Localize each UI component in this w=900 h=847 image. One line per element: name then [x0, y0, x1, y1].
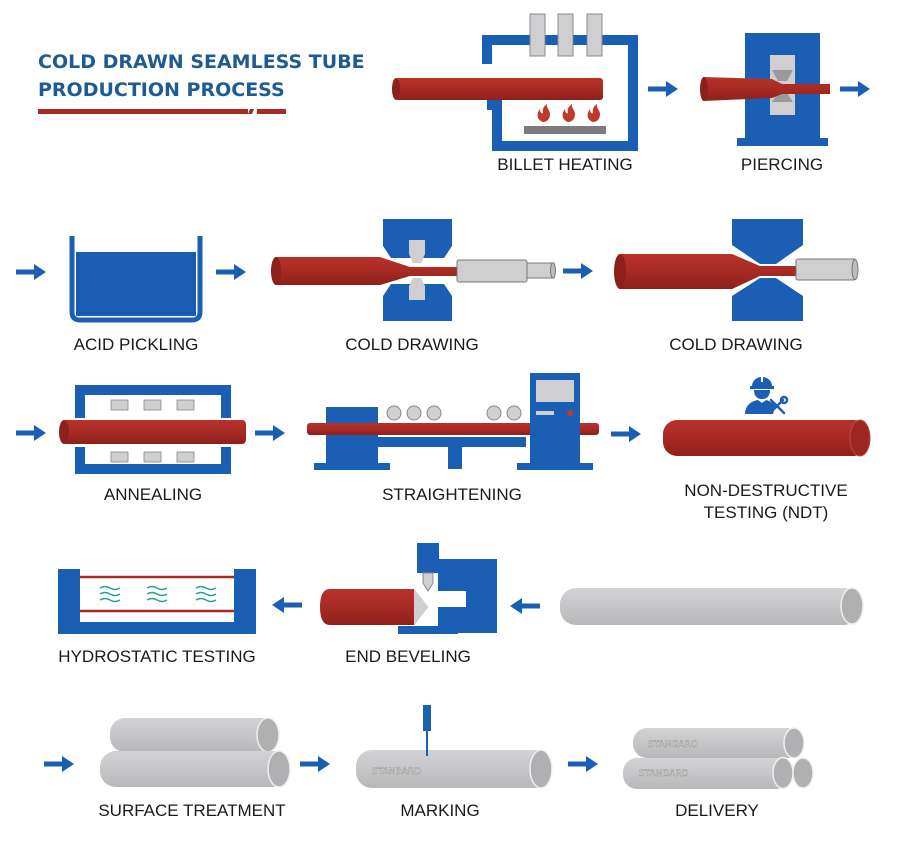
treated-tube-top [110, 717, 280, 753]
drawn-tube [614, 254, 800, 289]
furnace-roller [586, 13, 603, 57]
marking-stamp: STANBARD [372, 767, 421, 777]
furnace [482, 35, 638, 151]
step-label: PIERCING [741, 155, 823, 174]
drawing-die-top [383, 219, 452, 258]
step-label: DELIVERY [675, 801, 759, 820]
step-billet-heating: BILLET HEATING [392, 13, 638, 174]
title-line-2: PRODUCTION PROCESS [38, 79, 285, 101]
flow-arrow-icon [272, 597, 302, 613]
flame-icon [537, 104, 600, 122]
beveling-cutter [422, 572, 434, 592]
step-label: BILLET HEATING [497, 155, 632, 174]
acid-bath [76, 252, 196, 316]
step-label: STRAIGHTENING [382, 485, 522, 504]
flow-arrow-icon [840, 81, 870, 97]
drawing-mandrel [795, 258, 859, 281]
step-label: HYDROSTATIC TESTING [58, 647, 255, 666]
flow-arrow-icon [510, 598, 540, 614]
flow-arrow-icon [611, 426, 641, 442]
treated-tube-bottom [100, 750, 291, 788]
step-label: COLD DRAWING [669, 335, 803, 354]
straightener-rollers [386, 405, 522, 421]
step-cold-drawing-2: COLD DRAWING [614, 219, 859, 354]
furnace-roller [557, 13, 574, 57]
billet-tube [392, 78, 603, 100]
step-label-line-2: TESTING (NDT) [704, 503, 829, 522]
step-straightening: STRAIGHTENING [307, 373, 599, 504]
control-screen [536, 380, 574, 402]
flow-arrow-icon [216, 264, 246, 280]
step-end-beveling: END BEVELING [320, 543, 497, 666]
title-underline [38, 109, 286, 114]
wrench-screwdriver-icon [768, 395, 789, 415]
straightened-tube [307, 423, 599, 435]
water-wave-icon [99, 585, 217, 603]
drawing-die-bottom [732, 278, 803, 321]
worker-with-hardhat-icon [745, 377, 775, 414]
step-cold-drawing-1: COLD DRAWING [271, 219, 556, 354]
flow-arrow-icon [300, 756, 330, 772]
test-bench [58, 622, 256, 634]
delivery-stamp-top: STANGARO [648, 740, 698, 750]
pierced-tube [700, 77, 830, 101]
step-marking: STANBARD MARKING [356, 705, 553, 820]
step-label: MARKING [400, 801, 479, 820]
step-label: END BEVELING [345, 647, 471, 666]
drawn-tube [271, 257, 460, 285]
burner-plate [524, 126, 606, 134]
step-label: ANNEALING [104, 485, 202, 504]
marked-tube [356, 749, 553, 789]
step-surface-treatment: SURFACE TREATMENT [98, 717, 291, 820]
drawing-die-top [732, 219, 803, 264]
step-label: COLD DRAWING [345, 335, 479, 354]
flow-arrow-icon [648, 81, 678, 97]
marking-tool [423, 705, 431, 731]
drawing-die-bottom [383, 284, 452, 321]
bundle-tube-top [633, 727, 805, 759]
furnace-roller [529, 13, 546, 57]
delivery-stamp-bottom: STANDARD [639, 769, 689, 779]
flow-arrow-icon [563, 263, 593, 279]
annealed-tube [59, 420, 246, 444]
diagram-title: COLD DRAWN SEAMLESS TUBE PRODUCTION PROC… [38, 51, 365, 114]
flow-arrow-icon [16, 264, 46, 280]
beveling-tool-head [417, 543, 439, 573]
step-label-line-1: NON-DESTRUCTIVE [684, 481, 847, 500]
flow-arrow-icon [44, 756, 74, 772]
step-label: SURFACE TREATMENT [98, 801, 285, 820]
step-hydrostatic-testing: HYDROSTATIC TESTING [58, 569, 256, 666]
step-label: ACID PICKLING [74, 335, 199, 354]
step-delivery: STANGARO STANDARD DELIVERY [623, 727, 814, 820]
finished-tube [560, 587, 864, 625]
drawing-mandrel [456, 259, 556, 283]
step-annealing: ANNEALING [59, 385, 246, 504]
step-piercing: PIERCING [700, 33, 830, 174]
flow-arrow-icon [16, 425, 46, 441]
ndt-tube [663, 419, 871, 457]
control-light [567, 410, 573, 416]
flow-arrow-icon [255, 425, 285, 441]
step-acid-pickling: ACID PICKLING [69, 236, 203, 354]
flow-arrow-icon [568, 756, 598, 772]
step-ndt: NON-DESTRUCTIVE TESTING (NDT) [663, 377, 871, 522]
title-line-1: COLD DRAWN SEAMLESS TUBE [38, 51, 365, 73]
bundle-tube-bottom [623, 756, 814, 790]
beveled-tube [320, 589, 428, 625]
mill-base [737, 138, 828, 146]
